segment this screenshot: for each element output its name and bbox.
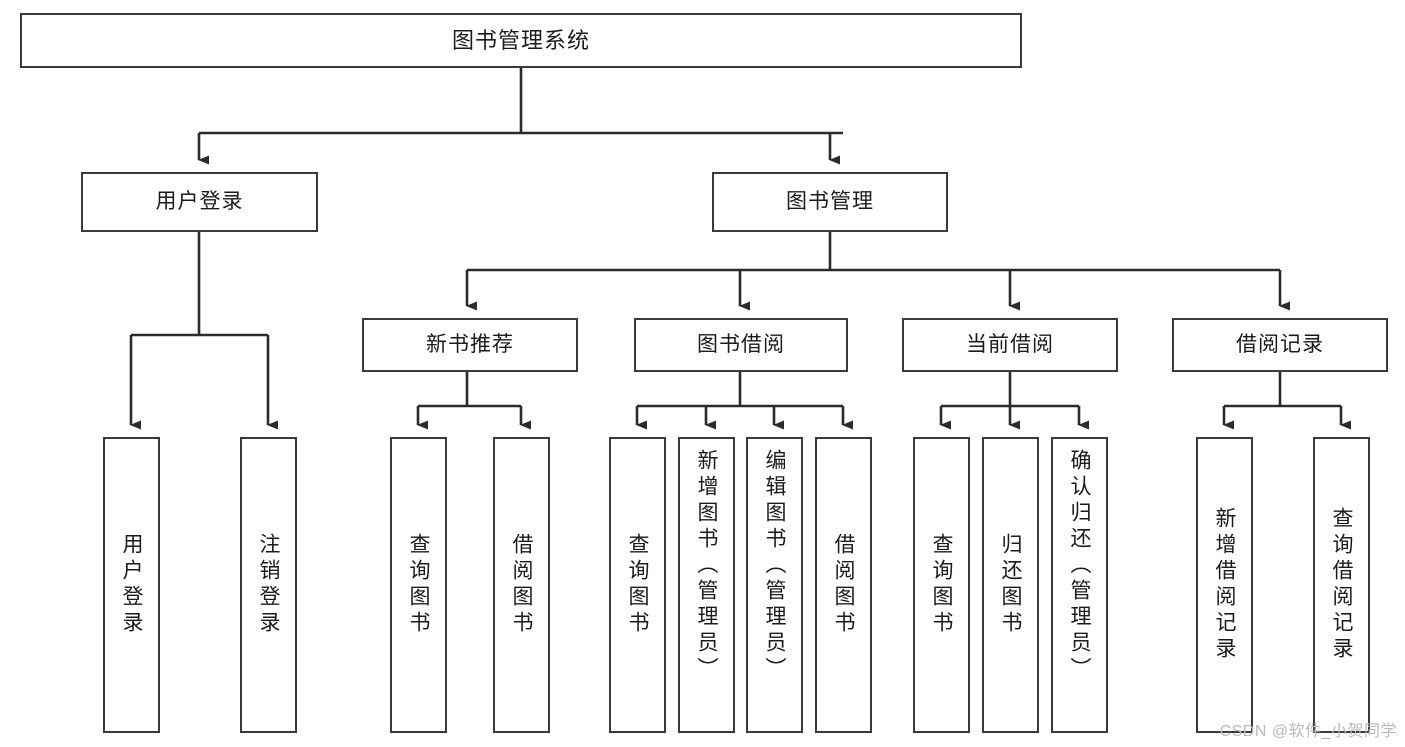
leaf-label: 注销登录 bbox=[257, 533, 280, 637]
leaf-query-borrow-record[interactable]: 查询借阅记录 bbox=[1313, 437, 1370, 733]
leaf-label: 用户登录 bbox=[120, 533, 143, 637]
leaf-label: 查询图书 bbox=[407, 533, 430, 637]
leaf-label: 确认归还（管理员） bbox=[1068, 449, 1091, 683]
leaf-label: 编辑图书（管理员） bbox=[763, 449, 786, 683]
leaf-label: 新增图书（管理员） bbox=[695, 449, 718, 683]
node-root-system[interactable]: 图书管理系统 bbox=[20, 13, 1022, 68]
node-label: 当前借阅 bbox=[966, 332, 1054, 356]
leaf-label: 新增借阅记录 bbox=[1213, 507, 1236, 663]
leaf-add-borrow-record[interactable]: 新增借阅记录 bbox=[1196, 437, 1253, 733]
leaf-confirm-return-admin[interactable]: 确认归还（管理员） bbox=[1051, 437, 1108, 733]
node-label: 用户登录 bbox=[155, 189, 244, 213]
node-book-management[interactable]: 图书管理 bbox=[712, 172, 948, 232]
leaf-label: 借阅图书 bbox=[510, 533, 533, 637]
node-book-borrow[interactable]: 图书借阅 bbox=[634, 318, 848, 372]
leaf-add-book-admin[interactable]: 新增图书（管理员） bbox=[678, 437, 735, 733]
leaf-query-book-borrow[interactable]: 查询图书 bbox=[609, 437, 666, 733]
leaf-label: 归还图书 bbox=[999, 533, 1022, 637]
node-label: 借阅记录 bbox=[1236, 332, 1324, 356]
node-label: 图书管理系统 bbox=[451, 27, 590, 53]
node-label: 新书推荐 bbox=[426, 332, 514, 356]
node-borrow-record[interactable]: 借阅记录 bbox=[1172, 318, 1388, 372]
leaf-label: 借阅图书 bbox=[832, 533, 855, 637]
leaf-label: 查询借阅记录 bbox=[1330, 507, 1353, 663]
leaf-logout[interactable]: 注销登录 bbox=[240, 437, 297, 733]
leaf-return-book[interactable]: 归还图书 bbox=[982, 437, 1039, 733]
node-label: 图书借阅 bbox=[697, 332, 785, 356]
node-label: 图书管理 bbox=[786, 189, 874, 213]
node-new-book-recommend[interactable]: 新书推荐 bbox=[362, 318, 578, 372]
node-user-login[interactable]: 用户登录 bbox=[81, 172, 318, 232]
leaf-label: 查询图书 bbox=[626, 533, 649, 637]
leaf-label: 查询图书 bbox=[930, 533, 953, 637]
leaf-edit-book-admin[interactable]: 编辑图书（管理员） bbox=[746, 437, 803, 733]
leaf-borrow-book-recommend[interactable]: 借阅图书 bbox=[493, 437, 550, 733]
leaf-query-book-current[interactable]: 查询图书 bbox=[913, 437, 970, 733]
watermark-text: CSDN @软件_小贺同学 bbox=[1219, 723, 1397, 740]
leaf-user-login[interactable]: 用户登录 bbox=[103, 437, 160, 733]
leaf-query-book-recommend[interactable]: 查询图书 bbox=[390, 437, 447, 733]
leaf-borrow-book[interactable]: 借阅图书 bbox=[815, 437, 872, 733]
node-current-borrow[interactable]: 当前借阅 bbox=[902, 318, 1118, 372]
